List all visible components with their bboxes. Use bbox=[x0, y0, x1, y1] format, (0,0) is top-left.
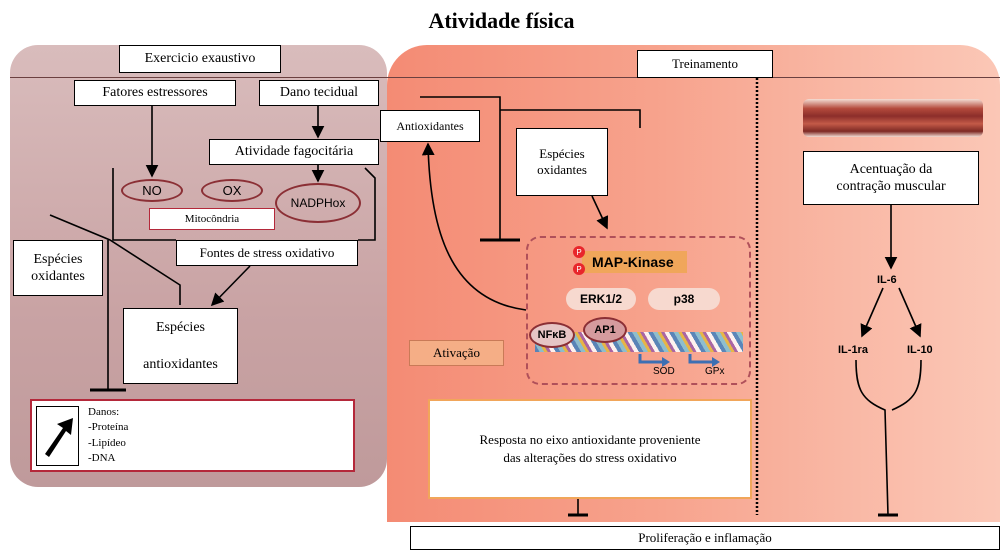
especies-antioxidantes-l1: Espécies bbox=[156, 319, 205, 335]
fatores-estressores-box: Fatores estressores bbox=[74, 80, 236, 106]
sod-arrowhead bbox=[662, 357, 670, 367]
especies-oxidantes-right-box: Espécies oxidantes bbox=[516, 128, 608, 196]
ox-ellipse: OX bbox=[201, 179, 263, 202]
ativacao-box: Ativação bbox=[409, 340, 504, 366]
gpx-label: GPx bbox=[705, 366, 725, 377]
nadphox-ellipse: NADPHox bbox=[275, 183, 361, 223]
especies-oxidantes-left-l1: Espécies bbox=[33, 251, 83, 267]
ap1-ellipse: AP1 bbox=[583, 317, 627, 343]
diagram-title: Atividade física bbox=[428, 8, 575, 33]
il1ra-merge-line bbox=[855, 359, 889, 516]
resposta-antioxidante-box: Resposta no eixo antioxidante provenient… bbox=[428, 399, 752, 499]
especies-oxidantes-right-l2: oxidantes bbox=[537, 162, 587, 177]
phospho-label-1: P bbox=[576, 247, 582, 257]
fontes-stress-box: Fontes de stress oxidativo bbox=[176, 240, 358, 266]
muscle-image bbox=[803, 99, 983, 137]
gpx-gene-arrow bbox=[688, 354, 712, 364]
phospho-dot-1: P bbox=[573, 246, 585, 258]
header-divider bbox=[10, 77, 1000, 78]
especies-oxidantes-left-l2: oxidantes bbox=[31, 269, 85, 284]
il1ra-label: IL-1ra bbox=[838, 344, 868, 356]
fontes-to-antiox-arrow bbox=[210, 265, 251, 307]
map-kinase-label: MAP-Kinase bbox=[582, 251, 687, 273]
sources-bracket-right bbox=[358, 167, 376, 241]
dano-tecidual-box: Dano tecidual bbox=[259, 80, 379, 106]
sod-gene-arrow bbox=[638, 354, 662, 364]
exercicio-exaustivo-box: Exercicio exaustivo bbox=[119, 45, 281, 73]
il10-merge-line bbox=[891, 359, 922, 411]
nfkb-ellipse: NFκB bbox=[529, 322, 575, 348]
atividade-fagocitaria-box: Atividade fagocitária bbox=[209, 139, 379, 165]
p38-pill: p38 bbox=[648, 288, 720, 310]
especies-antioxidantes-box: Espécies antioxidantes bbox=[123, 308, 238, 384]
il6-label: IL-6 bbox=[877, 274, 897, 286]
phospho-label-2: P bbox=[576, 264, 582, 274]
resposta-line-2: das alterações do stress oxidativo bbox=[503, 450, 677, 465]
danos-box bbox=[30, 399, 355, 472]
danos-text: Danos: -Proteína -Lipídeo -DNA bbox=[88, 406, 129, 465]
antiox-to-oxidantes-line bbox=[500, 109, 641, 128]
il6-to-il1ra-arrow bbox=[860, 287, 884, 338]
erk-pill: ERK1/2 bbox=[566, 288, 636, 310]
il10-label: IL-10 bbox=[907, 344, 933, 356]
no-ellipse: NO bbox=[121, 179, 183, 202]
mitocondria-box: Mitocôndria bbox=[149, 208, 275, 230]
up-right-arrow-icon bbox=[44, 418, 73, 457]
proliferacao-inflamacao-box: Proliferação e inflamação bbox=[410, 526, 1000, 550]
phospho-dot-2: P bbox=[573, 263, 585, 275]
acentuacao-l1: Acentuação da bbox=[849, 161, 933, 177]
increase-arrow-box bbox=[36, 406, 79, 466]
acentuacao-contracao-box: Acentuação da contração muscular bbox=[803, 151, 979, 205]
sod-label: SOD bbox=[653, 366, 675, 377]
antioxidantes-box: Antioxidantes bbox=[380, 110, 480, 142]
oxidantes-slope-line bbox=[49, 214, 181, 305]
feedback-to-antioxidantes-arrow bbox=[421, 142, 527, 311]
especies-antioxidantes-l2: antioxidantes bbox=[143, 356, 218, 372]
acentuacao-l2: contração muscular bbox=[836, 179, 946, 194]
especies-oxidantes-left-box: Espécies oxidantes bbox=[13, 240, 103, 296]
antiox-inhibit-line bbox=[420, 96, 501, 240]
resposta-line-1: Resposta no eixo antioxidante provenient… bbox=[479, 432, 701, 448]
sources-bracket-left bbox=[112, 168, 176, 241]
gpx-arrowhead bbox=[712, 357, 720, 367]
il6-to-il10-arrow bbox=[898, 287, 922, 338]
map-kinase-pathway-box bbox=[526, 236, 751, 385]
especies-oxidantes-right-l1: Espécies bbox=[539, 145, 585, 161]
oxidantes-to-mapk-arrow bbox=[591, 195, 609, 230]
treinamento-box: Treinamento bbox=[637, 50, 773, 78]
